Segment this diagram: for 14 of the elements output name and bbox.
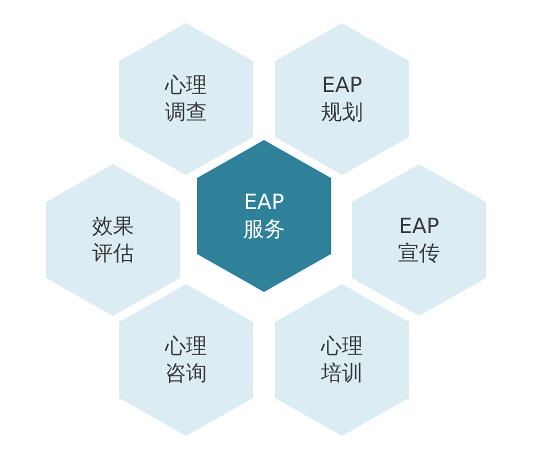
hexagon — [275, 284, 409, 436]
hexagon-label: 心理调查 — [164, 72, 208, 126]
hexagon-label: EAP宣传 — [397, 213, 441, 267]
hexagon-label: 心理咨询 — [164, 333, 208, 387]
hexagon — [275, 23, 409, 175]
hexagon — [119, 284, 253, 436]
hexagon — [119, 23, 253, 175]
hexagon-label: EAP规划 — [320, 72, 364, 126]
hexagon — [197, 140, 331, 292]
hexagon — [352, 164, 486, 316]
hexagon-label: 心理培训 — [320, 333, 364, 387]
hexagon-label: EAP服务 — [242, 189, 286, 243]
hexagon-label: 效果评估 — [91, 213, 135, 267]
hexagon — [46, 164, 180, 316]
